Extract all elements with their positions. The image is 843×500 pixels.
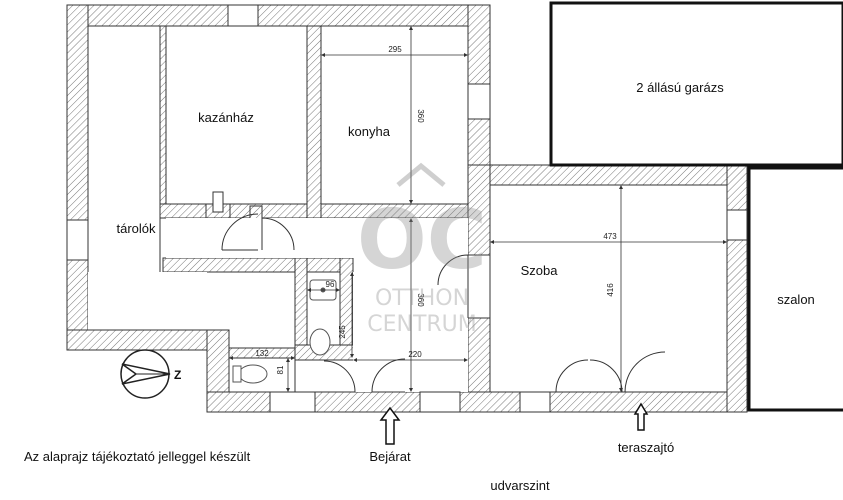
dim-bath-height: 245 xyxy=(338,325,347,339)
watermark-oc: OC xyxy=(357,193,487,288)
dimension-lines xyxy=(229,26,727,392)
dim-konyha-height: 360 xyxy=(416,109,425,123)
toilet-icon xyxy=(309,328,331,356)
level-label: udvarszint xyxy=(490,478,550,493)
dim-wc-height: 81 xyxy=(276,365,285,374)
room-label-garazs: 2 állású garázs xyxy=(636,80,724,95)
watermark-line2: CENTRUM xyxy=(367,312,477,337)
terrace-door-label: teraszajtó xyxy=(618,440,674,455)
room-label-kazanhaz: kazánház xyxy=(198,110,254,125)
room-interiors xyxy=(87,25,728,393)
compass-icon xyxy=(120,349,171,399)
toilet-icon-2 xyxy=(238,364,268,384)
windows xyxy=(66,4,748,413)
room-label-szoba: Szoba xyxy=(521,263,559,278)
fixtures xyxy=(232,279,337,384)
walls xyxy=(66,4,748,413)
room-label-tarolok: tárolók xyxy=(116,221,156,236)
dim-konyha-width: 295 xyxy=(388,45,402,54)
watermark-logo: OC OTTHON CENTRUM xyxy=(357,162,487,337)
szalon-box xyxy=(747,166,843,412)
entrance-label: Bejárat xyxy=(369,449,411,464)
dim-szoba-width: 473 xyxy=(603,232,617,241)
dim-szoba-height: 416 xyxy=(606,283,615,297)
watermark-line1: OTTHON xyxy=(375,286,469,311)
entrance-arrow-icon xyxy=(379,406,401,445)
room-label-szalon: szalon xyxy=(777,292,815,307)
dim-wc-width: 132 xyxy=(255,349,269,358)
plan-note: Az alaprajz tájékoztató jelleggel készül… xyxy=(24,449,251,464)
dim-corridor-height: 360 xyxy=(416,293,425,307)
dim-bath-width: 96 xyxy=(326,280,335,289)
terrace-arrow-icon xyxy=(633,402,649,431)
garage-box xyxy=(549,1,843,167)
room-label-konyha: konyha xyxy=(348,124,391,139)
dim-hall-width: 220 xyxy=(408,350,422,359)
compass-letter: Z xyxy=(174,368,181,382)
